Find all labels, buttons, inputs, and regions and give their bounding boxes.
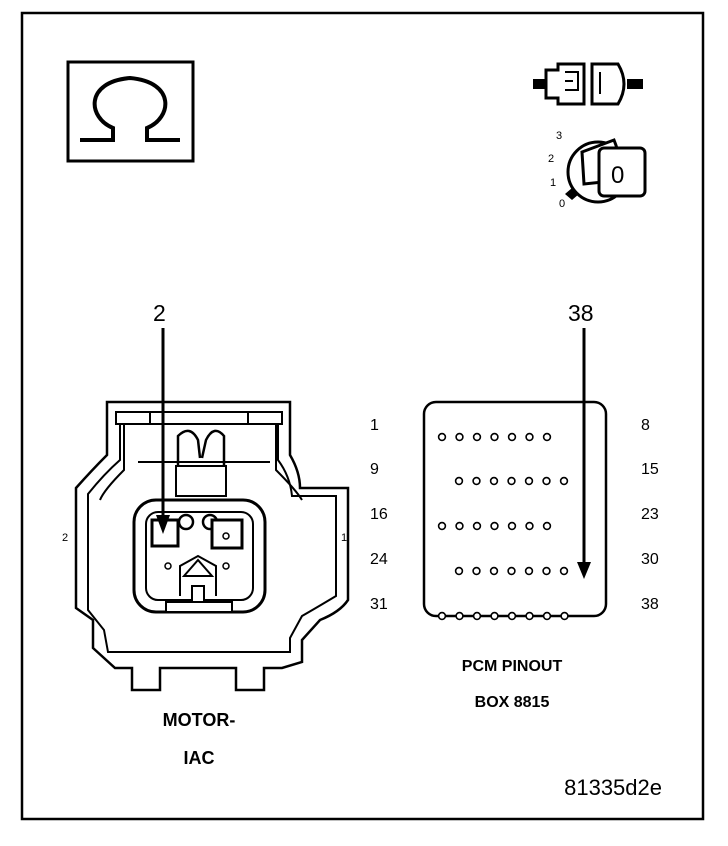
pcm-pin <box>525 432 534 442</box>
pcm-pin <box>454 476 464 486</box>
pcm-pin <box>507 432 517 442</box>
pcm-row-label-right: 38 <box>641 596 659 613</box>
motor-pin-1-cavity <box>210 518 244 550</box>
pcm-pin <box>542 476 551 486</box>
pcm-pin-grid <box>437 432 569 621</box>
pcm-pin <box>437 521 447 531</box>
motor-label-line2: IAC <box>184 748 215 768</box>
pcm-pin <box>542 566 551 576</box>
pcm-pin <box>560 611 569 621</box>
pcm-pin <box>437 611 447 621</box>
ignition-key-label: 0 <box>611 162 624 189</box>
pcm-row-label-left: 16 <box>370 506 388 523</box>
pcm-pin <box>542 432 552 442</box>
pcm-pin <box>472 566 481 576</box>
pcm-pin <box>437 432 447 442</box>
pcm-pin <box>559 566 569 576</box>
pcm-pin <box>455 432 464 442</box>
pcm-pin <box>525 521 534 531</box>
pcm-row-label-right: 15 <box>641 461 659 478</box>
connector-disconnected-icon <box>533 62 643 106</box>
pcm-pin <box>472 476 481 486</box>
ignition-position-2: 2 <box>548 153 554 165</box>
pcm-row-label-right: 23 <box>641 506 659 523</box>
pcm-pin <box>472 432 482 442</box>
pcm-label-line2: BOX 8815 <box>475 694 550 711</box>
pcm-pin <box>455 611 464 621</box>
pcm-row-label-left: 31 <box>370 596 388 613</box>
pcm-pin <box>490 432 499 442</box>
pcm-pin <box>524 476 534 486</box>
pcm-pin <box>559 476 569 486</box>
pcm-pin <box>490 521 499 531</box>
motor-label-line1: MOTOR- <box>163 710 236 730</box>
pcm-pin <box>489 476 499 486</box>
pcm-row-label-left: 24 <box>370 551 388 568</box>
pcm-pin <box>524 566 534 576</box>
pcm-pin <box>507 566 516 576</box>
ohm-icon <box>80 75 180 142</box>
ignition-position-1: 1 <box>550 177 556 189</box>
pcm-pin <box>507 611 517 621</box>
motor-pin-2-cavity <box>150 518 180 548</box>
pcm-pinout-box: 38 <box>422 300 608 621</box>
pcm-pin <box>472 611 482 621</box>
ignition-position-0: 0 <box>559 198 565 210</box>
pcm-pin <box>454 566 464 576</box>
pcm-row-label-right: 30 <box>641 551 659 568</box>
motor-iac-connector: 2 2 1 <box>62 300 350 692</box>
pcm-row-label-left: 9 <box>370 461 379 478</box>
motor-side-label-right: 1 <box>341 532 347 544</box>
ignition-key-icon: 3 2 1 0 0 <box>548 130 647 210</box>
ignition-position-3: 3 <box>556 130 562 142</box>
pcm-pin-callout: 38 <box>568 300 594 326</box>
pcm-pin <box>525 611 534 621</box>
ohm-meter-box <box>66 60 195 163</box>
pcm-row-labels-right: 8 15 23 30 38 <box>641 417 659 613</box>
pcm-row-label-right: 8 <box>641 417 650 434</box>
pcm-row-label-left: 1 <box>370 417 379 434</box>
pcm-label-line1: PCM PINOUT <box>462 658 563 675</box>
motor-pin-callout: 2 <box>153 300 166 326</box>
pcm-pin <box>472 521 482 531</box>
pcm-row-labels-left: 1 9 16 24 31 <box>370 417 388 613</box>
figure-id: 81335d2e <box>564 775 662 800</box>
pcm-pin <box>490 611 499 621</box>
pcm-pin <box>489 566 499 576</box>
pcm-pin <box>507 476 516 486</box>
pcm-pin <box>507 521 517 531</box>
pcm-pin <box>455 521 464 531</box>
pcm-pin <box>542 611 552 621</box>
motor-side-label-left: 2 <box>62 532 68 544</box>
pcm-pin <box>542 521 552 531</box>
